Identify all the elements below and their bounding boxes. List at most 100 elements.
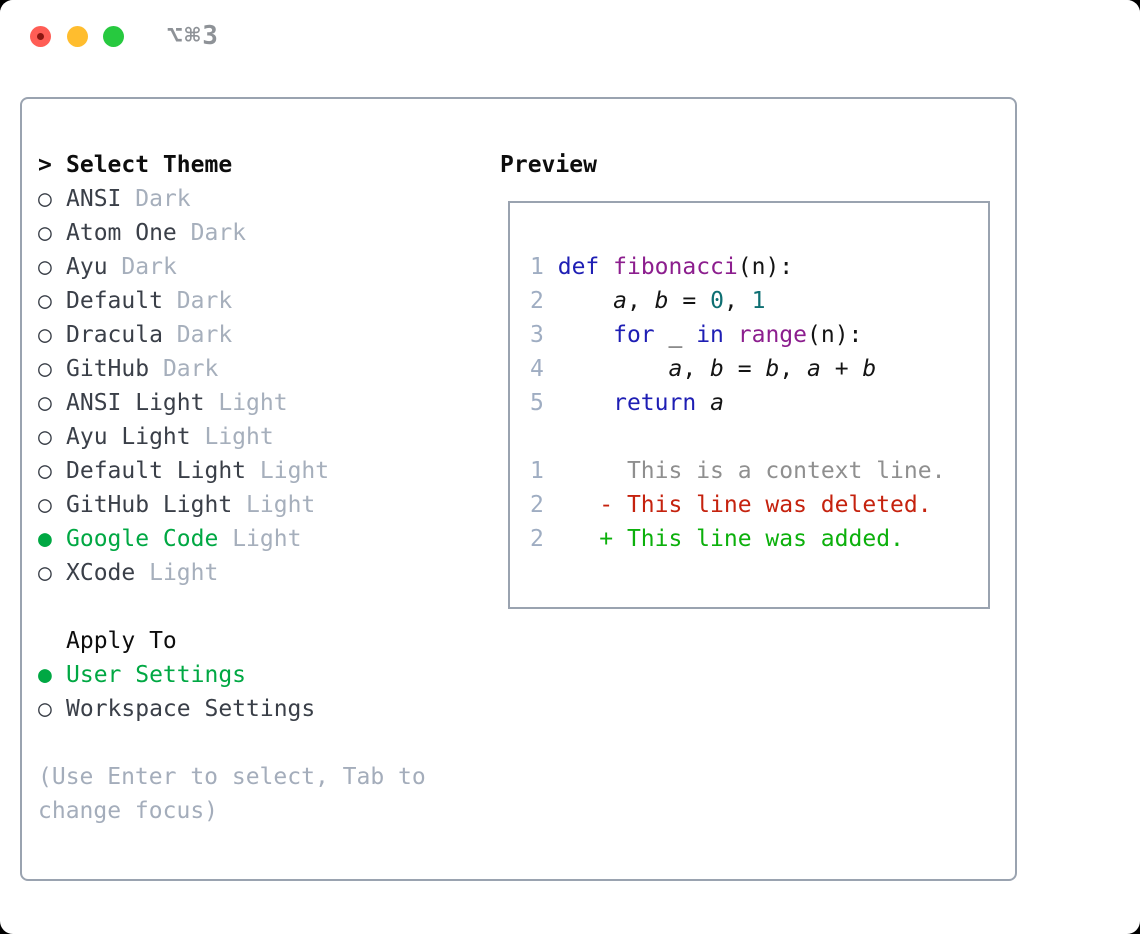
theme-variant: Light — [149, 560, 219, 586]
token-pl — [544, 356, 669, 382]
apply-option-name: Workspace Settings — [66, 696, 316, 722]
theme-name: Google Code — [66, 526, 219, 552]
theme-variant: Dark — [176, 322, 233, 348]
radio-selected-icon: ● — [38, 662, 52, 688]
theme-option[interactable]: ○ Dracula Dark — [38, 318, 498, 352]
blank-line — [530, 420, 945, 454]
code-line: 1 def fibonacci(n): — [530, 250, 945, 284]
token-ti: fibonacci — [613, 254, 738, 280]
apply-option[interactable]: ● User Settings — [38, 658, 498, 692]
token-pl: = — [668, 288, 711, 314]
diff-context-line: 1 This is a context line. — [530, 454, 945, 488]
minimize-button[interactable] — [67, 26, 88, 47]
spacer — [38, 624, 66, 658]
token-pl — [544, 254, 558, 280]
radio-icon: ○ — [38, 288, 52, 314]
radio-icon: ○ — [38, 492, 52, 518]
radio-icon: ○ — [38, 254, 52, 280]
token-ln: 1 — [530, 254, 544, 280]
token-ti: range — [737, 322, 808, 348]
token-ln: 4 — [530, 356, 544, 382]
theme-option[interactable]: ○Ayu Dark — [38, 250, 498, 284]
token-pl: , — [626, 288, 655, 314]
theme-name: Dracula — [66, 322, 163, 348]
theme-option[interactable]: ○Default Light Light — [38, 454, 498, 488]
token-va: a — [668, 356, 683, 382]
theme-variant: Dark — [176, 288, 233, 314]
theme-name: Default — [66, 288, 163, 314]
token-pl: = — [723, 356, 766, 382]
token-ln: 3 — [530, 322, 544, 348]
token-pl: , — [723, 288, 752, 314]
token-va: a — [710, 390, 724, 416]
theme-option[interactable]: ○ANSI Dark — [38, 182, 498, 216]
token-pl: (n): — [807, 322, 863, 348]
token-va: b — [654, 288, 669, 314]
theme-option[interactable]: ○Atom One Dark — [38, 216, 498, 250]
code-line: 3 for _ in range(n): — [530, 318, 945, 352]
theme-variant: Light — [218, 390, 288, 416]
maximize-button[interactable] — [103, 26, 124, 47]
token-kw: def — [557, 254, 600, 280]
theme-picker-panel: >Select Theme○ANSI Dark○Atom One Dark○Ay… — [20, 97, 1017, 881]
token-ctx: This is a context line. — [626, 458, 946, 484]
theme-option[interactable]: ○ GitHub Dark — [38, 352, 498, 386]
theme-name: XCode — [66, 560, 136, 586]
theme-name: Ayu — [66, 254, 108, 280]
token-kw: for — [613, 322, 655, 348]
theme-name: ANSI Light — [66, 390, 205, 416]
preview-title: Preview — [500, 152, 597, 178]
theme-option[interactable]: ●Google Code Light — [38, 522, 498, 556]
token-ln: 2 — [530, 288, 544, 314]
token-ln: 2 — [530, 526, 544, 552]
theme-name: Default Light — [66, 458, 247, 484]
theme-name: Atom One — [66, 220, 177, 246]
theme-option[interactable]: ○XCode Light — [38, 556, 498, 590]
token-pl — [599, 254, 613, 280]
token-ln: 5 — [530, 390, 544, 416]
token-pl — [544, 458, 627, 484]
theme-variant: Light — [232, 526, 302, 552]
theme-name: GitHub — [66, 356, 150, 382]
theme-variant: Dark — [190, 220, 247, 246]
token-pl — [544, 492, 599, 518]
selection-arrow-icon: > — [38, 152, 52, 178]
token-ln: 1 — [530, 458, 544, 484]
theme-variant: Dark — [135, 186, 191, 212]
token-va: b — [765, 356, 780, 382]
token-pl — [544, 526, 599, 552]
token-ln: 2 — [530, 492, 544, 518]
close-button[interactable] — [30, 26, 51, 47]
theme-variant: Dark — [162, 356, 219, 382]
diff-added-line: 2 + This line was added. — [530, 522, 945, 556]
blank-row — [38, 726, 498, 760]
radio-icon: ○ — [38, 356, 52, 382]
token-del: - This line was deleted. — [599, 492, 932, 518]
apply-option-name: User Settings — [66, 662, 247, 688]
theme-option[interactable]: ○GitHub Light Light — [38, 488, 498, 522]
theme-option[interactable]: ○ANSI Light Light — [38, 386, 498, 420]
token-pl: , — [682, 356, 711, 382]
token-pl — [544, 288, 613, 314]
radio-icon: ○ — [38, 424, 52, 450]
apply-option[interactable]: ○Workspace Settings — [38, 692, 498, 726]
token-nu: 1 — [751, 288, 766, 314]
modified-dot-icon — [37, 33, 44, 40]
token-pl — [544, 390, 613, 416]
list-title: Select Theme — [66, 152, 233, 178]
theme-option[interactable]: ○ Default Dark — [38, 284, 498, 318]
radio-icon: ○ — [38, 322, 52, 348]
token-va: a — [613, 288, 627, 314]
token-pl: _ — [654, 322, 697, 348]
window-shortcut-title: ⌥⌘3 — [167, 21, 220, 51]
token-va: a — [807, 356, 821, 382]
code-line: 4 a, b = b, a + b — [530, 352, 945, 386]
token-pl — [724, 322, 738, 348]
token-va: b — [862, 356, 877, 382]
code-line: 2 a, b = 0, 1 — [530, 284, 945, 318]
theme-name: GitHub Light — [66, 492, 233, 518]
apply-to-label: Apply To — [66, 628, 177, 654]
theme-option[interactable]: ○Ayu Light Light — [38, 420, 498, 454]
